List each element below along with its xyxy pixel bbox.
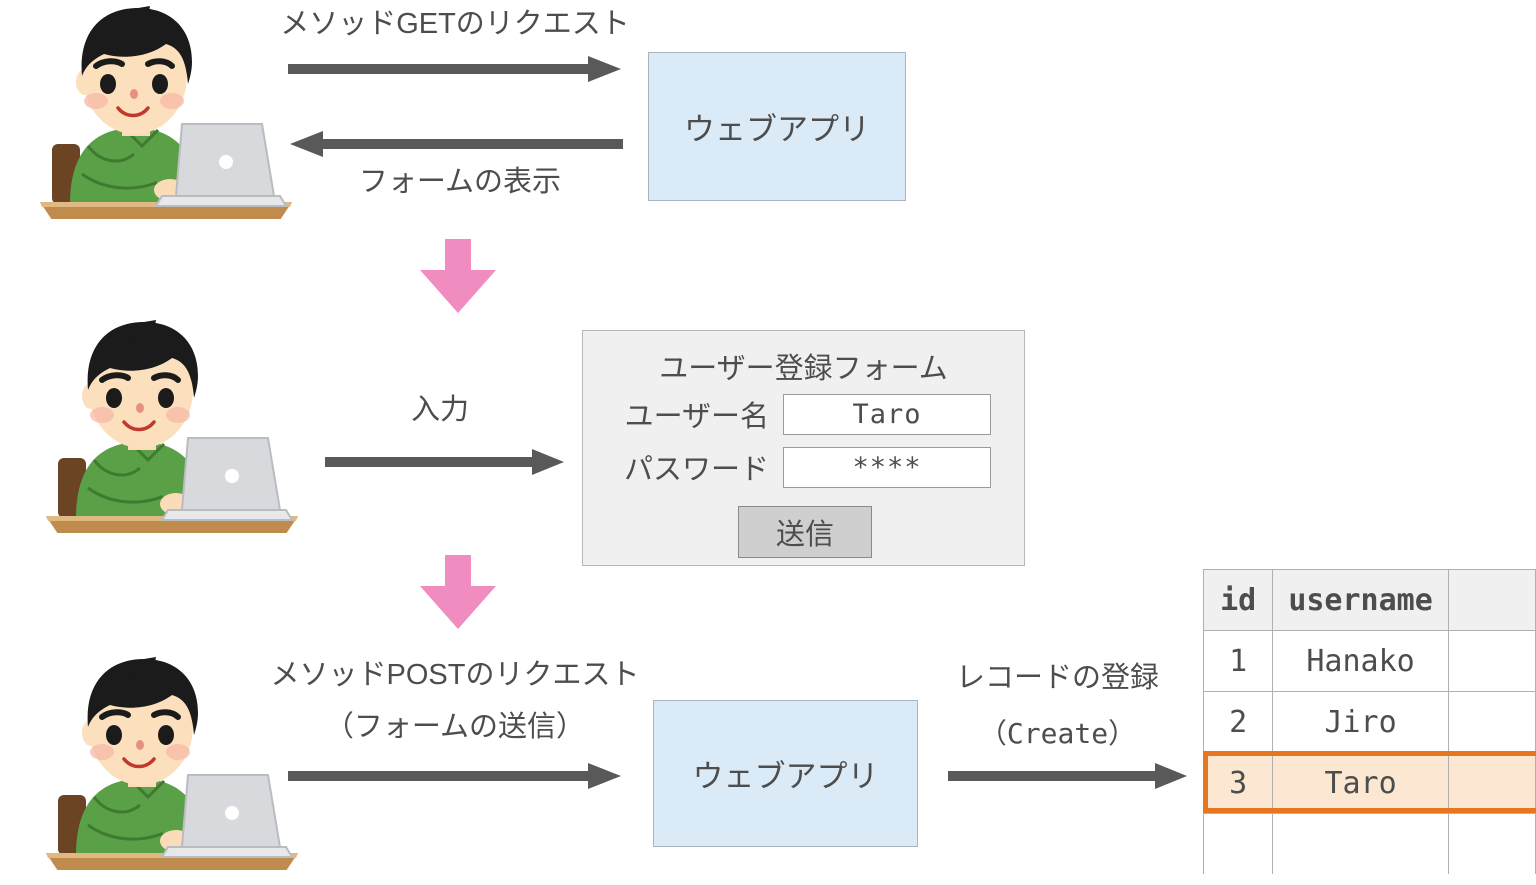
table-row xyxy=(1203,813,1536,874)
column-header-username: username xyxy=(1272,569,1449,631)
step3-create-label-line1: レコードの登録 xyxy=(955,662,1159,694)
flow-arrow-2 xyxy=(419,555,497,630)
form-title: ユーザー登録フォーム xyxy=(659,353,948,385)
user-at-laptop-icon xyxy=(40,6,292,219)
cell-username: Jiro xyxy=(1272,691,1449,753)
step3-request-arrow xyxy=(288,762,623,790)
step3-request-label-line2: （フォームの送信） xyxy=(324,711,586,743)
step3-request-label-line1: メソッドPOSTのリクエスト xyxy=(270,659,640,691)
form-row-username: ユーザー名 Taro xyxy=(603,393,991,435)
step1-response-label: フォームの表示 xyxy=(358,166,562,198)
step3-create-arrow xyxy=(948,762,1188,790)
database-table-wrapper: id username 1 Hanako 2 Jiro 3 xyxy=(1203,569,1536,874)
column-header-id: id xyxy=(1203,569,1274,631)
step2-actor-illustration xyxy=(36,318,301,533)
cell-username xyxy=(1272,813,1449,874)
table-header-row: id username xyxy=(1203,569,1536,631)
cell-extra xyxy=(1447,630,1536,692)
step3-webapp-box: ウェブアプリ xyxy=(653,700,918,847)
column-header-extra xyxy=(1447,569,1536,631)
database-table: id username 1 Hanako 2 Jiro 3 xyxy=(1203,569,1536,874)
password-input[interactable]: **** xyxy=(783,446,991,488)
cell-id xyxy=(1203,813,1274,874)
cell-id: 1 xyxy=(1203,630,1274,692)
form-row-password: パスワード **** xyxy=(603,446,991,488)
step3-webapp-label: ウェブアプリ xyxy=(692,759,879,794)
step1-request-label: メソッドGETのリクエスト xyxy=(280,8,630,40)
cell-id: 2 xyxy=(1203,691,1274,753)
username-input[interactable]: Taro xyxy=(783,393,991,435)
step2-input-label: 入力 xyxy=(410,394,469,426)
table-row: 1 Hanako xyxy=(1203,630,1536,692)
registration-form-panel: ユーザー登録フォーム ユーザー名 Taro パスワード **** 送信 xyxy=(582,330,1025,566)
step2-input-arrow xyxy=(325,448,565,476)
step1-response-arrow xyxy=(288,130,623,158)
step3-create-label-line2: （Create） xyxy=(978,717,1137,750)
user-at-laptop-icon xyxy=(46,657,298,870)
password-field-label: パスワード xyxy=(623,454,769,486)
flow-arrow-1 xyxy=(419,239,497,314)
cell-extra xyxy=(1447,691,1536,753)
table-row: 2 Jiro xyxy=(1203,691,1536,753)
step3-actor-illustration xyxy=(36,655,301,870)
cell-extra xyxy=(1447,813,1536,874)
step1-webapp-box: ウェブアプリ xyxy=(648,52,906,201)
cell-id: 3 xyxy=(1203,752,1274,814)
step1-request-arrow xyxy=(288,55,623,83)
cell-username: Hanako xyxy=(1272,630,1449,692)
table-row-highlighted: 3 Taro xyxy=(1203,752,1536,814)
step1-webapp-label: ウェブアプリ xyxy=(684,112,870,147)
step1-actor-illustration xyxy=(30,4,295,219)
user-at-laptop-icon xyxy=(46,320,298,533)
submit-button[interactable]: 送信 xyxy=(738,506,872,558)
cell-username: Taro xyxy=(1272,752,1449,814)
cell-extra xyxy=(1447,752,1536,814)
username-field-label: ユーザー名 xyxy=(624,401,769,433)
